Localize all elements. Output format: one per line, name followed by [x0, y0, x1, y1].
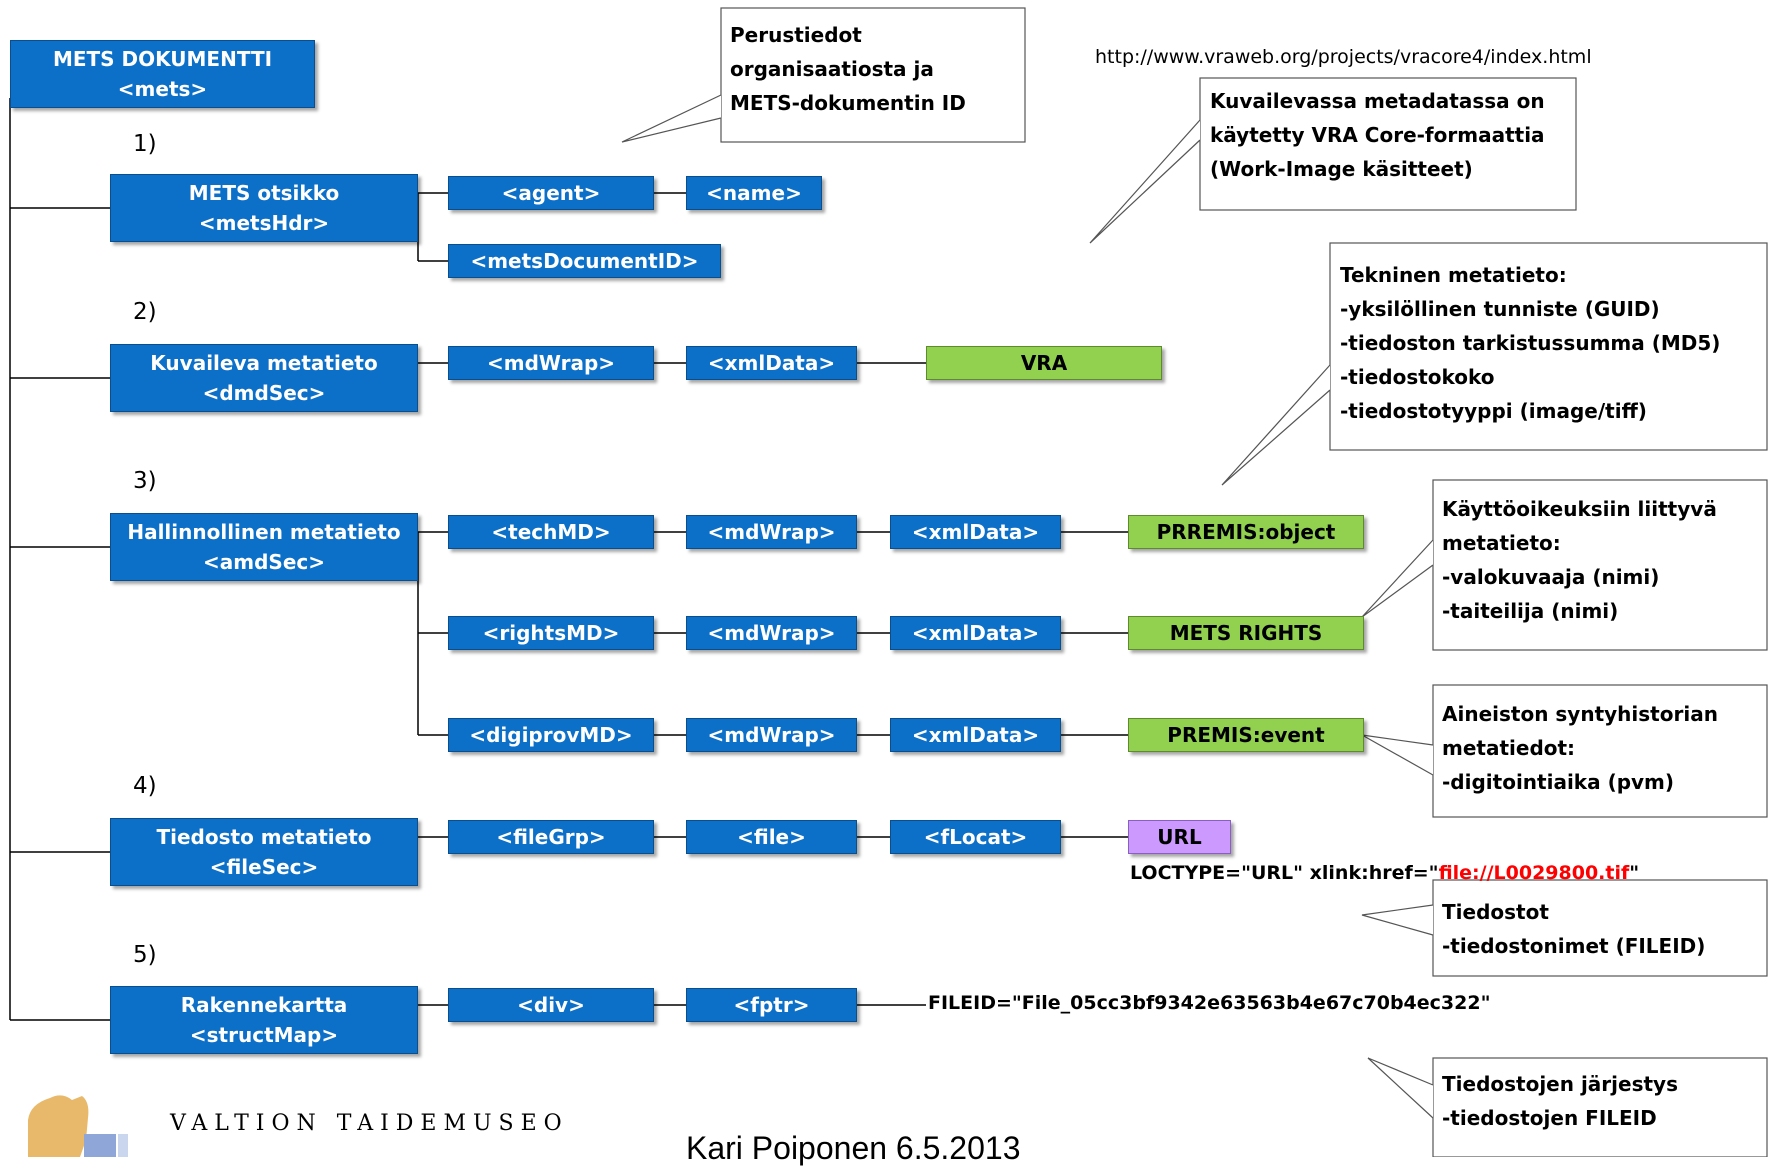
node-dmd-xmldata: <xmlData>: [686, 346, 857, 380]
mets-root-title: METS DOKUMENTTI: [52, 47, 273, 71]
node-premis-event: PREMIS:event: [1128, 718, 1364, 752]
callout-perustiedot: Perustiedot organisaatiosta ja METS-doku…: [730, 23, 966, 115]
callout-aineisto: Aineiston syntyhistorian metatiedot: -di…: [1442, 702, 1718, 794]
section-metshdr-title: METS otsikko: [188, 181, 340, 205]
mets-root-box: METS DOKUMENTTI <mets>: [10, 40, 315, 108]
section-number-3: 3): [133, 468, 157, 494]
node-tech-mdwrap: <mdWrap>: [686, 515, 857, 549]
museum-logo-icon: [28, 1095, 128, 1157]
section-structmap-tag: <structMap>: [189, 1023, 339, 1047]
section-number-5: 5): [133, 942, 157, 968]
node-mets-rights: METS RIGHTS: [1128, 616, 1364, 650]
node-premis-object: PRREMIS:object: [1128, 515, 1364, 549]
node-flocat: <fLocat>: [890, 820, 1061, 854]
node-tech-xmldata: <xmlData>: [890, 515, 1061, 549]
node-agent: <agent>: [448, 176, 654, 210]
section-structmap: Rakennekartta <structMap>: [110, 986, 418, 1054]
callout-tiedostot: Tiedostot -tiedostonimet (FILEID): [1442, 900, 1706, 958]
node-name: <name>: [686, 176, 822, 210]
node-techmd: <techMD>: [448, 515, 654, 549]
node-fptr: <fptr>: [686, 988, 857, 1022]
node-metsdocumentid: <metsDocumentID>: [448, 244, 721, 278]
fileid-text: FILEID="File_05cc3bf9342e63563b4e67c70b4…: [928, 992, 1491, 1014]
section-amdsec-title: Hallinnollinen metatieto: [127, 520, 401, 544]
section-metshdr: METS otsikko <metsHdr>: [110, 174, 418, 242]
loctype-text: LOCTYPE="URL" xlink:href="file://L002980…: [1130, 862, 1639, 884]
section-filesec-title: Tiedosto metatieto: [156, 825, 372, 849]
section-number-1: 1): [133, 131, 157, 157]
author-date: Kari Poiponen 6.5.2013: [686, 1130, 1021, 1166]
section-amdsec-tag: <amdSec>: [203, 550, 325, 574]
section-number-2: 2): [133, 299, 157, 325]
loctype-suffix: ": [1629, 862, 1640, 884]
loctype-prefix: LOCTYPE="URL" xlink:href=": [1130, 862, 1439, 884]
node-dmd-mdwrap: <mdWrap>: [448, 346, 654, 380]
node-div: <div>: [448, 988, 654, 1022]
callout-kayttooikeus: Käyttöoikeuksiin liittyvä metatieto: -va…: [1442, 497, 1717, 623]
node-digiprovmd: <digiprovMD>: [448, 718, 654, 752]
node-vra: VRA: [926, 346, 1162, 380]
section-structmap-title: Rakennekartta: [180, 993, 348, 1017]
vra-url-text: http://www.vraweb.org/projects/vracore4/…: [1095, 46, 1592, 68]
node-digi-xmldata: <xmlData>: [890, 718, 1061, 752]
logo-text: VALTION TAIDEMUSEO: [170, 1111, 569, 1136]
node-file: <file>: [686, 820, 857, 854]
section-dmdsec: Kuvaileva metatieto <dmdSec>: [110, 344, 418, 412]
node-rightsmd: <rightsMD>: [448, 616, 654, 650]
mets-root-tag: <mets>: [117, 77, 208, 101]
callout-jarjestys: Tiedostojen järjestys -tiedostojen FILEI…: [1442, 1072, 1678, 1130]
node-url: URL: [1128, 820, 1231, 854]
node-rights-xmldata: <xmlData>: [890, 616, 1061, 650]
loctype-file-link: file://L0029800.tif: [1438, 862, 1630, 884]
section-number-4: 4): [133, 773, 157, 799]
node-rights-mdwrap: <mdWrap>: [686, 616, 857, 650]
section-filesec-tag: <fileSec>: [209, 855, 319, 879]
callout-tekninen: Tekninen metatieto: -yksilöllinen tunnis…: [1340, 263, 1721, 423]
section-metshdr-tag: <metsHdr>: [198, 211, 330, 235]
node-filegrp: <fileGrp>: [448, 820, 654, 854]
callout-kuvaileva: Kuvailevassa metadatassa on käytetty VRA…: [1210, 89, 1545, 181]
node-digi-mdwrap: <mdWrap>: [686, 718, 857, 752]
section-dmdsec-title: Kuvaileva metatieto: [150, 351, 378, 375]
section-filesec: Tiedosto metatieto <fileSec>: [110, 818, 418, 886]
section-amdsec: Hallinnollinen metatieto <amdSec>: [110, 513, 418, 581]
section-dmdsec-tag: <dmdSec>: [202, 381, 326, 405]
